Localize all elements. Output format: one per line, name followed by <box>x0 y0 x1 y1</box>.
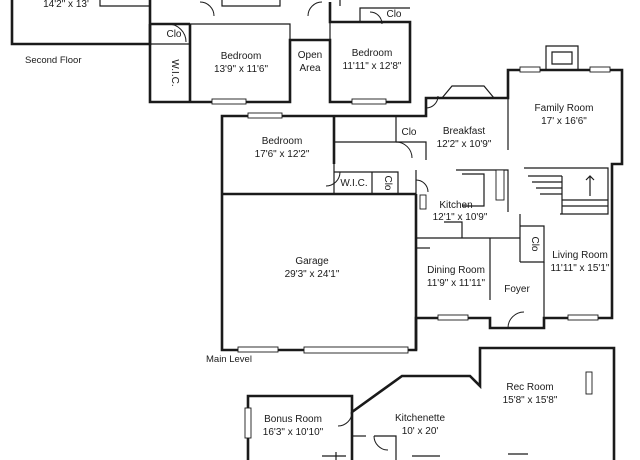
breakfast-name: Breakfast <box>443 126 485 137</box>
top-left-room-dim: 14'2" x 13' <box>43 0 89 10</box>
second-floor-walls <box>10 0 412 104</box>
family-room-dim: 17' x 16'6" <box>541 116 587 127</box>
dining-room-name: Dining Room <box>427 265 485 276</box>
living-room-name: Living Room <box>552 250 608 261</box>
main-level-windows <box>237 66 611 354</box>
rec-room-dim: 15'8" x 15'8" <box>503 395 558 406</box>
kitchenette-name: Kitchenette <box>395 413 445 424</box>
garage-dim: 29'3" x 24'1" <box>285 269 340 280</box>
clo-upper-label: Clo <box>386 9 401 20</box>
wic-main-label: W.I.C. <box>340 178 367 189</box>
living-room-dim: 11'11" x 15'1" <box>551 263 610 274</box>
lower-level-walls <box>246 346 616 460</box>
kitchen-name: Kitchen <box>439 200 472 211</box>
breakfast-dim: 12'2" x 10'9" <box>437 139 492 150</box>
kitchen-dim: 12'1" x 10'9" <box>433 212 488 223</box>
bedroom-upper-left-name: Bedroom <box>221 51 262 62</box>
rec-room-name: Rec Room <box>506 382 553 393</box>
second-floor-doors <box>167 1 383 43</box>
main-level-doors <box>325 95 525 329</box>
bonus-room-name: Bonus Room <box>264 414 322 425</box>
foyer-name: Foyer <box>504 284 530 295</box>
main-level-walls <box>220 45 624 352</box>
main-level-label: Main Level <box>206 354 252 365</box>
clo-bath-label: Clo <box>401 127 416 138</box>
dining-room-dim: 11'9" x 11'11" <box>427 278 486 289</box>
family-room-name: Family Room <box>535 103 594 114</box>
bedroom-upper-right-dim: 11'11" x 12'8" <box>343 61 402 72</box>
clo-top-label: Clo <box>166 29 181 40</box>
wic-upper-label: W.I.C. <box>169 59 180 86</box>
clo-living-label: Clo <box>529 236 540 251</box>
bonus-room-dim: 16'3" x 10'10" <box>263 427 324 438</box>
lower-level-windows <box>244 371 593 439</box>
second-floor-windows <box>211 98 387 105</box>
garage-name: Garage <box>295 256 329 267</box>
bedroom-main-name: Bedroom <box>262 136 303 147</box>
second-floor-label: Second Floor <box>25 55 82 66</box>
open-area-label-2: Area <box>299 63 321 74</box>
lower-level-doors <box>337 411 389 451</box>
kitchenette-dim: 10' x 20' <box>402 426 439 437</box>
bedroom-upper-left-dim: 13'9" x 11'6" <box>214 64 269 75</box>
bedroom-main-dim: 17'6" x 12'2" <box>255 149 310 160</box>
open-area-label-1: Open <box>298 50 322 61</box>
clo-wic-label: Clo <box>382 175 393 190</box>
bedroom-upper-right-name: Bedroom <box>352 48 393 59</box>
